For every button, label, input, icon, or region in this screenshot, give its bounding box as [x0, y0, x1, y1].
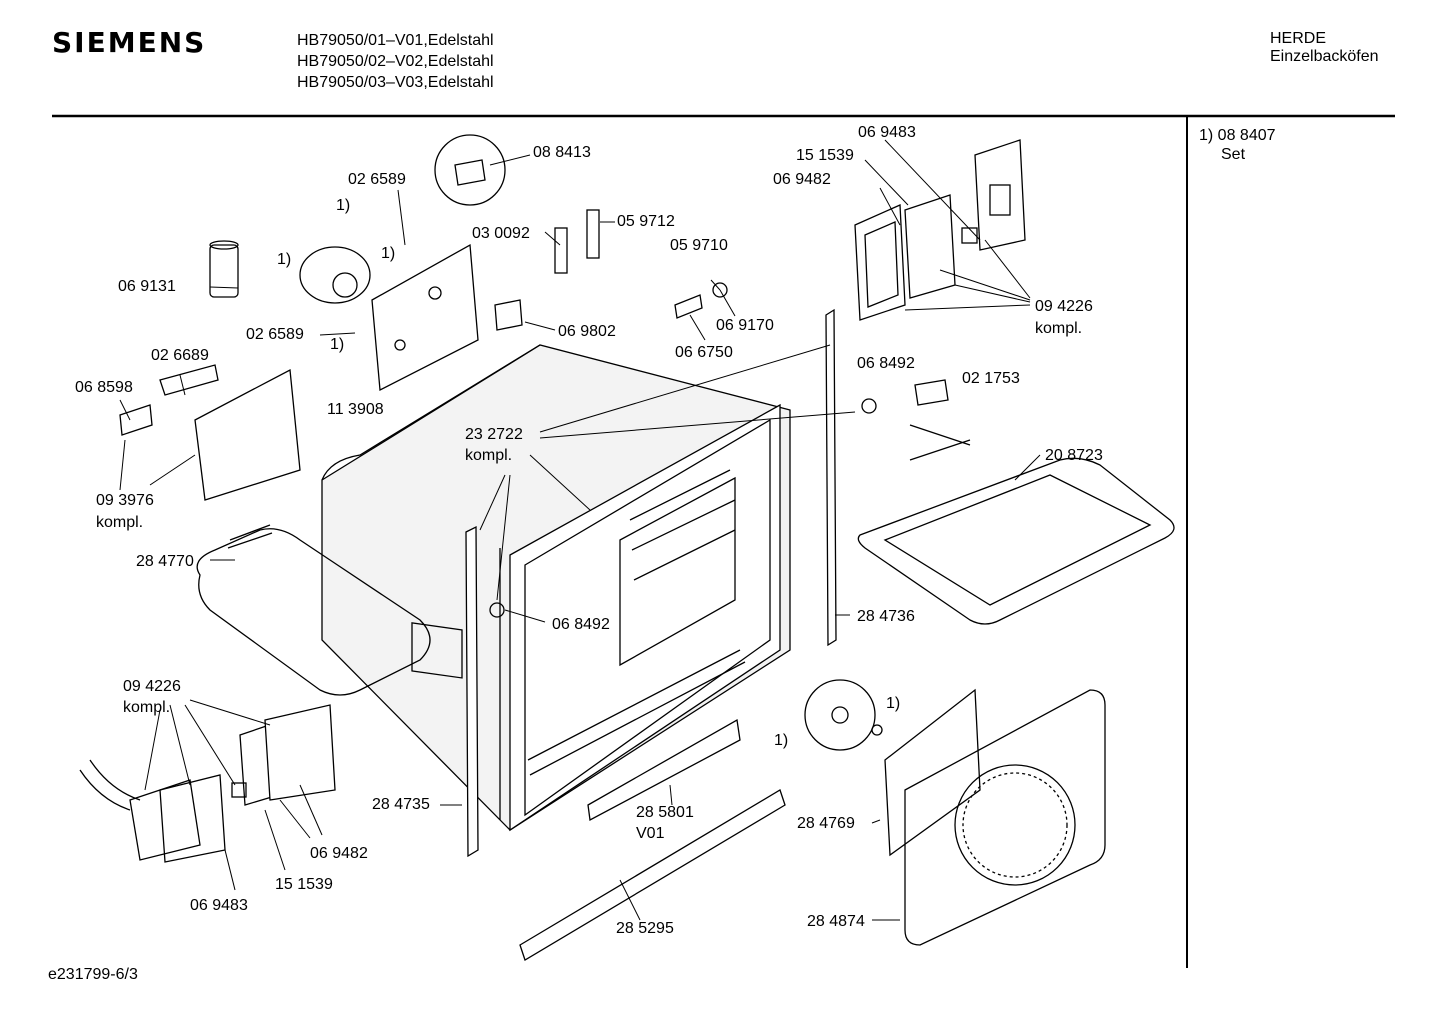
- hinge-part: [586, 209, 600, 259]
- category-line: HERDE: [1270, 30, 1327, 47]
- terminal-bracket: [119, 364, 301, 501]
- part-label: kompl.: [1035, 320, 1083, 337]
- part-label: 15 1539: [796, 147, 854, 164]
- part-label: 06 9483: [858, 124, 916, 141]
- lamp-assembly-top: [854, 139, 1026, 321]
- transformer: [494, 299, 523, 331]
- bushing-part: [489, 602, 505, 618]
- part-label: 08 8413: [533, 144, 591, 161]
- part-label: 05 9710: [670, 237, 728, 254]
- category-line: Einzelbacköfen: [1270, 48, 1379, 65]
- part-label: 28 4770: [136, 553, 194, 570]
- part-label: 06 9802: [558, 323, 616, 340]
- part-label: 09 4226: [1035, 298, 1093, 315]
- brand-logo: SIEMENS: [52, 26, 207, 59]
- part-label: kompl.: [465, 447, 513, 464]
- model-line: HB79050/02–V02,Edelstahl: [297, 53, 494, 70]
- part-label: 11 3908: [327, 401, 384, 418]
- grill-heating-element: [857, 424, 1175, 625]
- part-label: 28 5801: [636, 804, 694, 821]
- bushing-part: [861, 398, 877, 414]
- document-code: e231799-6/3: [48, 966, 138, 983]
- footnote-set: 1) 08 8407 Set: [1199, 126, 1276, 164]
- thermostat-callout: [434, 134, 506, 206]
- footnote-line: 1) 08 8407: [1199, 127, 1276, 144]
- part-label: 06 9483: [190, 897, 248, 914]
- part-label: 28 4874: [807, 913, 865, 930]
- convection-fan: [804, 679, 883, 751]
- part-label: 03 0092: [472, 225, 530, 242]
- part-label: 28 5295: [616, 920, 674, 937]
- part-label: 06 9482: [310, 845, 368, 862]
- product-category: HERDE Einzelbacköfen: [1270, 30, 1379, 66]
- part-label: 28 4736: [857, 608, 915, 625]
- control-board: [371, 243, 479, 392]
- part-label: 02 1753: [962, 370, 1020, 387]
- part-label: 06 9131: [118, 278, 176, 295]
- bottom-heating-element: [196, 524, 431, 696]
- part-label: 06 8598: [75, 379, 133, 396]
- switch-part: [674, 294, 703, 319]
- part-label: 05 9712: [617, 213, 675, 230]
- footnote-marker: 1): [886, 695, 901, 712]
- front-trim-profile: [519, 789, 786, 961]
- part-label: 23 2722: [465, 426, 523, 443]
- part-label: 06 9482: [773, 171, 831, 188]
- footnote-marker: 1): [336, 197, 351, 214]
- oven-housing: [321, 344, 791, 832]
- clip-part: [914, 379, 949, 406]
- side-rail-left: [465, 525, 501, 858]
- footnote-line: Set: [1221, 146, 1246, 163]
- part-label: 02 6589: [348, 171, 406, 188]
- part-label: 15 1539: [275, 876, 333, 893]
- part-label: 09 3976: [96, 492, 154, 509]
- lamp-assembly-bottom: [79, 704, 336, 863]
- capacitor: [209, 240, 239, 298]
- part-label: 02 6589: [246, 326, 304, 343]
- part-label: 06 8492: [552, 616, 610, 633]
- model-line: HB79050/03–V03,Edelstahl: [297, 74, 494, 91]
- part-label: kompl.: [123, 699, 171, 716]
- part-label: 06 8492: [857, 355, 915, 372]
- part-label: 06 6750: [675, 344, 733, 361]
- part-label: 28 4769: [797, 815, 855, 832]
- cooling-fan-motor: [299, 246, 371, 304]
- hinge-part: [554, 227, 568, 274]
- side-rail-right: [825, 308, 837, 647]
- part-label: 20 8723: [1045, 447, 1103, 464]
- connector-part: [712, 282, 728, 298]
- part-label: 06 9170: [716, 317, 774, 334]
- part-label: kompl.: [96, 514, 144, 531]
- part-label: V01: [636, 825, 665, 842]
- footnote-marker: 1): [774, 732, 789, 749]
- part-label: 02 6689: [151, 347, 209, 364]
- footnote-marker: 1): [277, 251, 292, 268]
- part-label: 09 4226: [123, 678, 181, 695]
- model-list: HB79050/01–V01,Edelstahl HB79050/02–V02,…: [297, 30, 494, 93]
- model-line: HB79050/01–V01,Edelstahl: [297, 32, 494, 49]
- part-label: 28 4735: [372, 796, 430, 813]
- trim-strip: [587, 718, 741, 822]
- footnote-marker: 1): [330, 336, 345, 353]
- fan-cover: [884, 688, 1106, 946]
- footnote-marker: 1): [381, 245, 396, 262]
